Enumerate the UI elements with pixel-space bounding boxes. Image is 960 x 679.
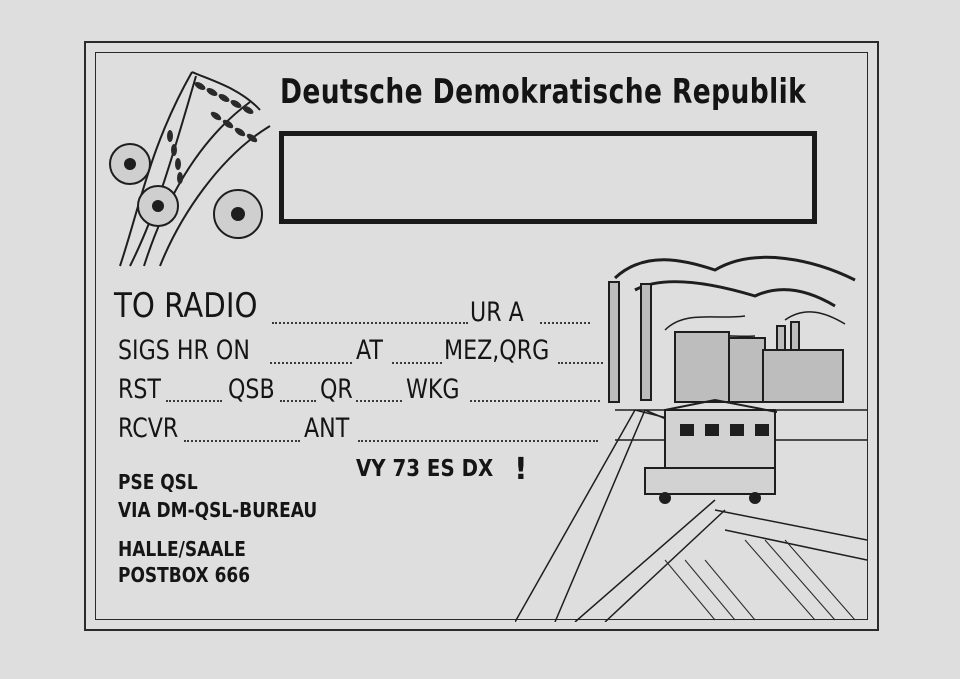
wheat-poppies-icon	[109, 71, 271, 267]
at-label: AT	[356, 335, 383, 366]
rcvr-label: RCVR	[118, 413, 179, 444]
qsl-note-line1: PSE QSL	[118, 470, 198, 494]
rst-line	[166, 400, 222, 402]
qr-label: QR	[320, 374, 353, 405]
qsb-line	[280, 400, 316, 402]
outer-frame	[84, 41, 879, 631]
qsb-label: QSB	[228, 374, 275, 405]
qsl-note-line4: POSTBOX 666	[118, 563, 251, 587]
greeting-text: VY 73 ES DX	[356, 456, 494, 482]
inner-frame	[95, 52, 868, 620]
ant-label: ANT	[304, 413, 350, 444]
to-radio-line	[272, 322, 468, 324]
to-radio-label: TO RADIO	[114, 286, 258, 326]
rcvr-line	[184, 440, 300, 442]
qrg-line	[558, 362, 603, 364]
at-line	[392, 362, 442, 364]
sigs-hr-on-label: SIGS HR ON	[118, 335, 250, 366]
ur-a-label: UR A	[470, 297, 524, 328]
qsl-note-line3: HALLE/SAALE	[118, 537, 246, 561]
wkg-label: WKG	[406, 374, 460, 405]
callsign-box	[279, 131, 817, 224]
ur-a-line	[540, 322, 590, 324]
qsl-note-line2: VIA DM-QSL-BUREAU	[118, 498, 318, 522]
wkg-line	[470, 400, 600, 402]
mez-qrg-label: MEZ,QRG	[444, 335, 550, 366]
sigs-line	[270, 362, 352, 364]
qr-line	[356, 400, 402, 402]
rst-label: RST	[118, 374, 161, 405]
greeting-mark: !	[514, 452, 528, 487]
ant-line	[358, 440, 598, 442]
industrial-plant-icon	[515, 255, 867, 622]
country-title: Deutsche Demokratische Republik	[280, 72, 807, 112]
